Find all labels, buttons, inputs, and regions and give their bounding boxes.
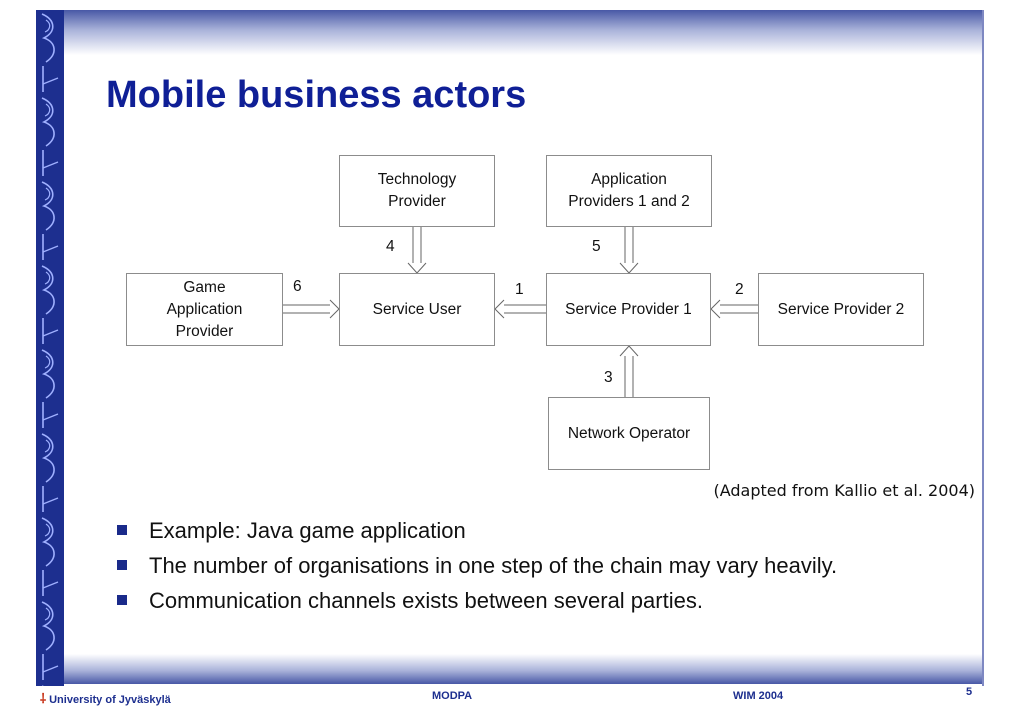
square-bullet-icon — [117, 595, 127, 605]
flow-label-2: 2 — [735, 281, 744, 298]
slide-title: Mobile business actors — [106, 74, 527, 116]
page-number: 5 — [966, 686, 973, 698]
bullet-text: Communication channels exists between se… — [149, 588, 703, 613]
diagram-citation: (Adapted from Kallio et al. 2004) — [713, 481, 975, 500]
arrow-technology-to-service-user — [407, 227, 427, 274]
box-service-user-label: Service User — [372, 300, 462, 318]
square-bullet-icon — [117, 525, 127, 535]
bullet-item: Example: Java game application — [114, 516, 894, 545]
arrow-application-to-service-provider-1 — [619, 227, 639, 274]
box-service-provider-2: Service Provider 2 — [758, 273, 924, 346]
box-network-operator: Network Operator — [548, 397, 710, 470]
university-logo-icon: ⸸ — [40, 691, 47, 706]
square-bullet-icon — [117, 560, 127, 570]
decorative-sidebar — [36, 10, 64, 686]
footer-course: MODPA — [432, 690, 473, 702]
box-game-application-provider-label: Game Application Provider — [166, 278, 243, 340]
arrow-service-provider-2-to-service-provider-1 — [710, 299, 758, 319]
box-game-application-provider: Game Application Provider — [126, 273, 283, 346]
flow-label-5: 5 — [592, 238, 601, 255]
box-technology-provider-label: Technology Provider — [377, 171, 457, 210]
box-application-providers: Application Providers 1 and 2 — [546, 155, 712, 227]
box-service-provider-1: Service Provider 1 — [546, 273, 711, 346]
bullet-item: The number of organisations in one step … — [114, 551, 894, 580]
bullet-item: Communication channels exists between se… — [114, 586, 894, 615]
arrow-service-provider-1-to-service-user — [494, 299, 546, 319]
box-service-provider-1-label: Service Provider 1 — [565, 300, 692, 318]
flow-label-4: 4 — [386, 238, 395, 255]
box-service-user: Service User — [339, 273, 495, 346]
footer-university-name: Jyväskylä — [118, 694, 171, 706]
arrow-network-operator-to-service-provider-1 — [619, 345, 639, 397]
bottom-gradient-band — [64, 654, 982, 684]
bullet-list: Example: Java game application The numbe… — [114, 516, 894, 621]
footer-event: WIM 2004 — [733, 690, 784, 702]
box-service-provider-2-label: Service Provider 2 — [777, 300, 905, 318]
bullet-text: Example: Java game application — [149, 518, 466, 543]
arrow-game-provider-to-service-user — [283, 299, 340, 319]
box-technology-provider: Technology Provider — [339, 155, 495, 227]
sidebar-ornament-pattern — [36, 10, 64, 686]
box-application-providers-label: Application Providers 1 and 2 — [568, 171, 690, 210]
flow-label-3: 3 — [604, 369, 613, 386]
flow-label-1: 1 — [515, 281, 524, 298]
box-network-operator-label: Network Operator — [567, 424, 691, 442]
top-gradient-band — [64, 10, 982, 55]
flow-label-6: 6 — [293, 278, 302, 295]
bullet-text: The number of organisations in one step … — [149, 553, 838, 578]
right-border-line — [982, 10, 984, 686]
footer-university-logo: ⸸University of Jyväskylä — [40, 689, 171, 707]
footer-university-prefix: University of — [49, 694, 119, 706]
